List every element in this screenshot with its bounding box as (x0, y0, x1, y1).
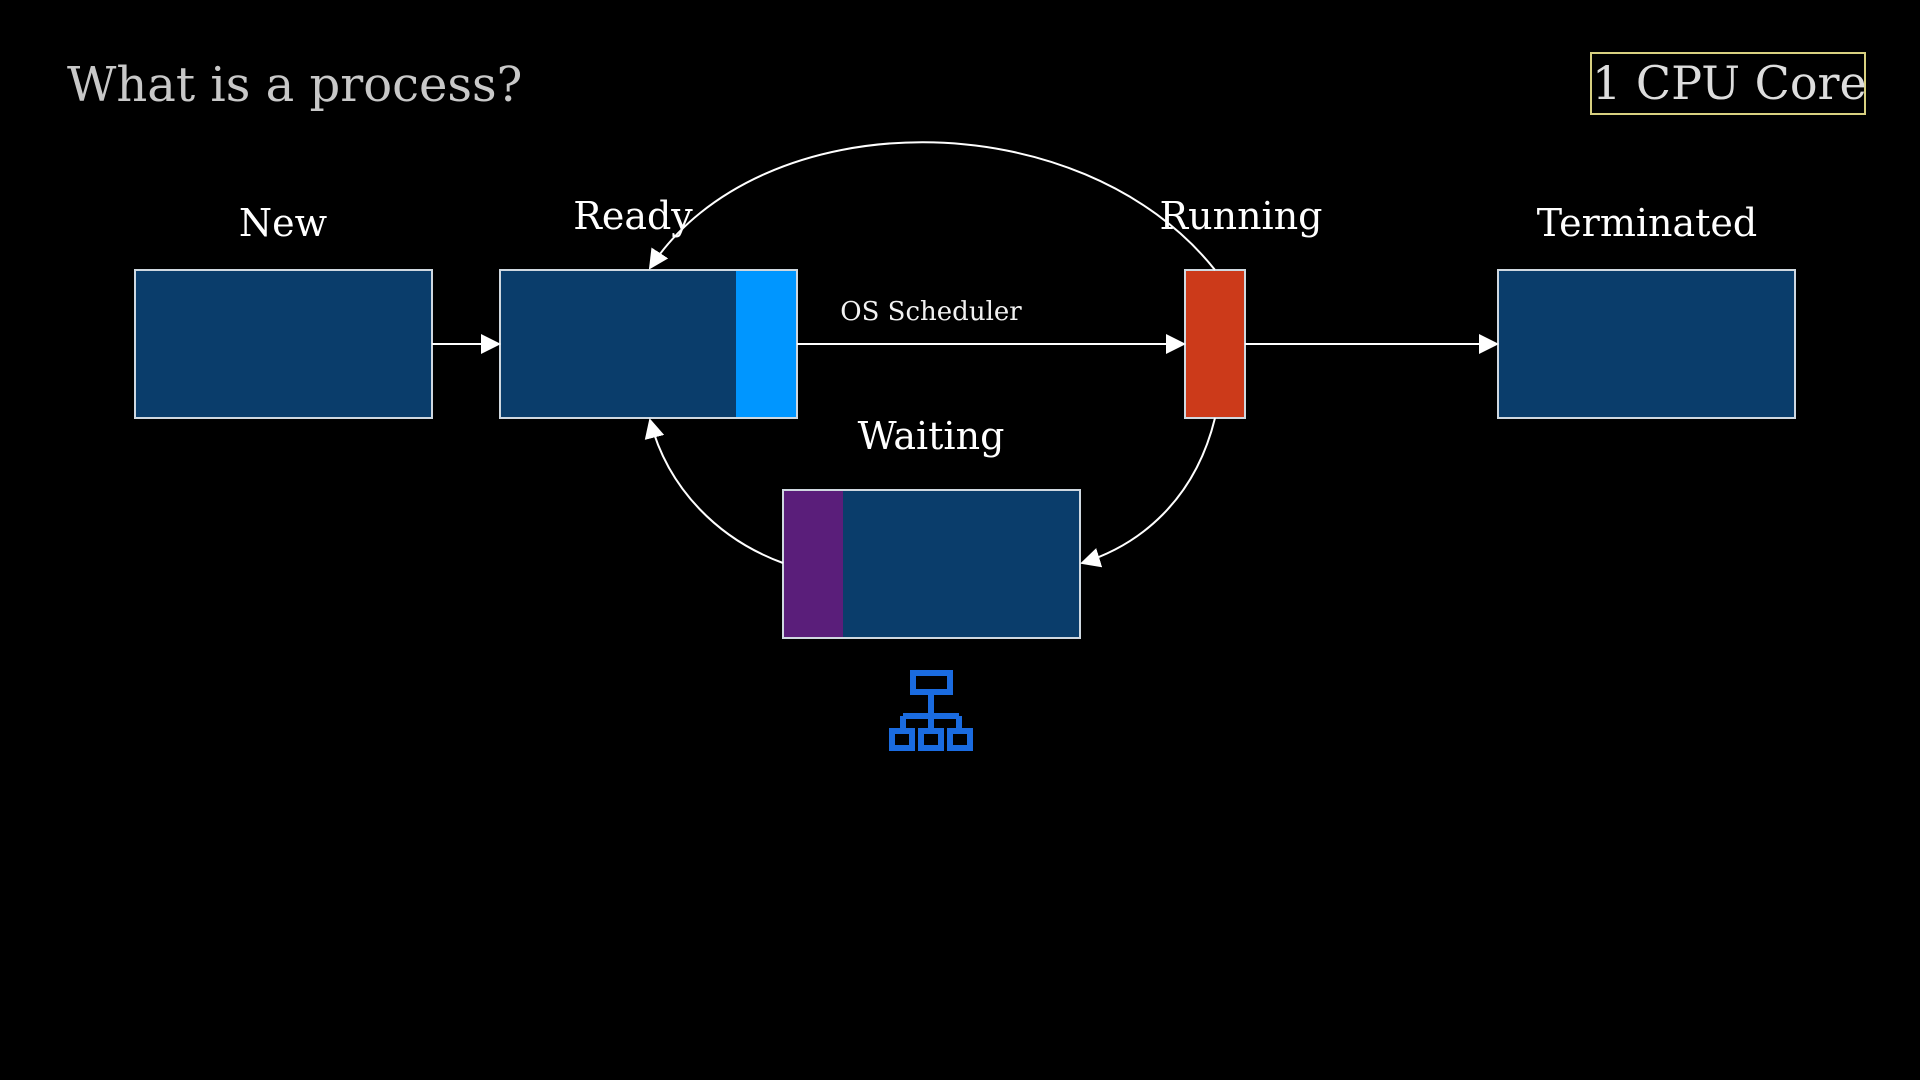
waiting-queue-process (784, 491, 843, 637)
running-state-label: Running (1159, 194, 1323, 238)
page-title: What is a process? (67, 57, 523, 113)
new-state-box (134, 269, 433, 419)
ready-state-label: Ready (573, 194, 693, 238)
terminated-state-box (1497, 269, 1796, 419)
waiting-state-label: Waiting (857, 414, 1005, 458)
ready-queue-process (736, 271, 796, 417)
os-scheduler-label: OS Scheduler (840, 297, 1022, 327)
new-state-label: New (238, 201, 328, 245)
terminated-state-label: Terminated (1536, 201, 1758, 245)
running-to-waiting-arrow (1080, 417, 1216, 568)
running-state-box (1184, 269, 1246, 419)
waiting-to-ready-arrow (644, 418, 784, 564)
network-hierarchy-icon (889, 670, 973, 751)
running-to-ready-interrupt-arrow (648, 141, 1216, 271)
cpu-core-badge: 1 CPU Core (1590, 52, 1867, 115)
